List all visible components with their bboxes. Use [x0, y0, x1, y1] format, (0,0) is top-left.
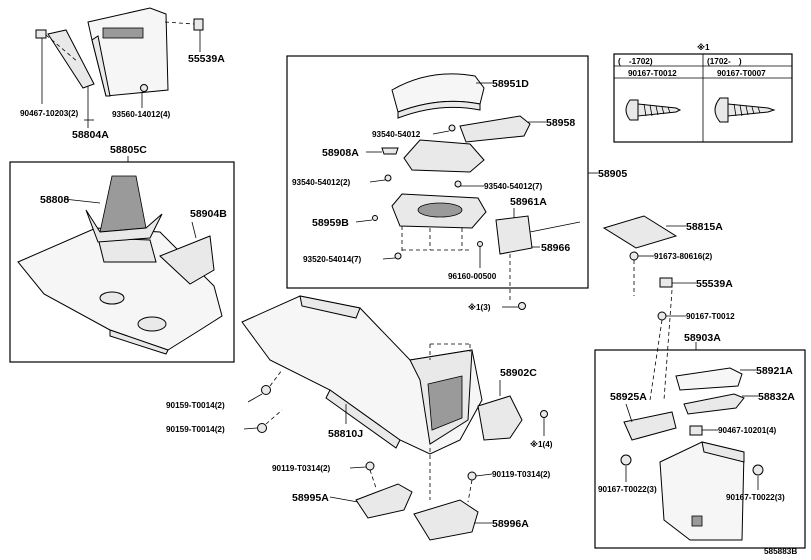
label-91673-80616: 91673-80616(2) [654, 252, 713, 261]
label-58966: 58966 [541, 242, 570, 254]
trim-58832A [683, 393, 745, 415]
label-58908A: 58908A [322, 147, 359, 159]
box-body-58908A [381, 139, 485, 173]
label-90159-T0014-a: 90159-T0014(2) [166, 401, 225, 410]
label-58961A: 58961A [510, 196, 547, 208]
label-90167-T0022-b: 90167-T0022(3) [726, 493, 785, 502]
label-93540-54012-b: 93540-54012(2) [292, 178, 351, 187]
bracket-58995A [355, 483, 413, 519]
label-58951D: 58951D [492, 78, 529, 90]
label-58958: 58958 [546, 117, 575, 129]
label-58804A: 58804A [72, 129, 109, 141]
bracket-58902C [477, 395, 523, 441]
bracket-58925A [623, 411, 677, 441]
label-x1-3: ※1(3) [468, 302, 491, 312]
label-90467-10201: 90467-10201(4) [718, 426, 777, 435]
label-58902C: 58902C [500, 367, 537, 379]
trim-58921A [675, 367, 743, 391]
legend-header-col1: ( -1702) [618, 57, 653, 66]
label-58959B: 58959B [312, 217, 349, 229]
label-58996A: 58996A [492, 518, 529, 530]
legend-part-col2: 90167-T0007 [717, 69, 766, 78]
label-x1-4: ※1(4) [530, 439, 553, 449]
label-58905: 58905 [598, 168, 627, 180]
clip-55539A [659, 277, 673, 288]
lock-58961A [495, 215, 581, 255]
hinge-58958 [459, 115, 531, 143]
label-90467-10203: 90467-10203(2) [20, 109, 79, 118]
box-58903A [594, 349, 806, 549]
label-90119-T0314-a: 90119-T0314(2) [272, 464, 331, 473]
label-93540-54012-c: 93540-54012(7) [484, 182, 543, 191]
label-58925A: 58925A [610, 391, 647, 403]
label-58808: 58808 [40, 194, 69, 206]
label-93560-14012: 93560-14012(4) [112, 110, 171, 119]
label-58921A: 58921A [756, 365, 793, 377]
mat-58815A [602, 215, 678, 249]
label-58995A: 58995A [292, 492, 329, 504]
label-90159-T0014-b: 90159-T0014(2) [166, 425, 225, 434]
box-58805C [9, 161, 235, 363]
label-58832A: 58832A [758, 391, 795, 403]
console-upper-58805C [17, 175, 223, 355]
console-body-58810J [241, 295, 483, 455]
label-96160-00500: 96160-00500 [448, 272, 497, 281]
label-58815A: 58815A [686, 221, 723, 233]
legend-header-col2: (1702- ) [707, 57, 742, 66]
label-93540-54012-a: 93540-54012 [372, 130, 421, 139]
label-55539A-mid: 55539A [696, 278, 733, 290]
box-tray-58959B [391, 193, 487, 229]
screw-icon [714, 97, 776, 123]
label-58805C: 58805C [110, 144, 147, 156]
panel-58903A [659, 441, 745, 541]
label-90119-T0314-b: 90119-T0314(2) [492, 470, 551, 479]
label-55539A-top: 55539A [188, 53, 225, 65]
bracket-58996A [413, 499, 479, 541]
legend-title: ※1 [697, 42, 710, 52]
shift-panel-58804A [35, 7, 204, 97]
label-90167-T0012: 90167-T0012 [686, 312, 735, 321]
label-93520-54014: 93520-54014(7) [303, 255, 362, 264]
label-58904B: 58904B [190, 208, 227, 220]
diagram-id: 585883B [764, 547, 797, 556]
box-58905 [286, 55, 589, 289]
legend-part-col1: 90167-T0012 [628, 69, 677, 78]
label-58903A: 58903A [684, 332, 721, 344]
legend-table: ※1 ( -1702) (1702- ) 90167-T0012 90167-T… [613, 42, 793, 143]
screw-icon [625, 99, 682, 121]
label-90167-T0022-a: 90167-T0022(3) [598, 485, 657, 494]
label-58810J: 58810J [328, 428, 363, 440]
armrest-lid-58951D [391, 73, 485, 119]
